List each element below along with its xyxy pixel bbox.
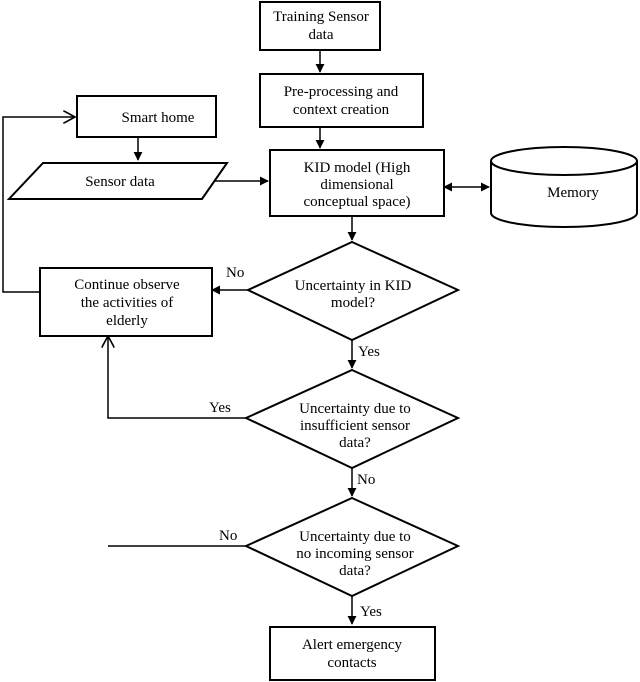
decision2-line-3: data? [339, 435, 371, 451]
node-alert-emergency: Alert emergency contacts [269, 626, 436, 681]
label-insufficient-no: No [357, 472, 375, 488]
node-decision-uncertainty-no-incoming: Uncertainty due to no incoming sensor da… [243, 496, 461, 598]
preprocess-line-1: Pre-processing and [284, 84, 399, 100]
decision1-line-2: model? [331, 295, 375, 311]
decision2-line-2: insufficient sensor [300, 418, 410, 434]
edge-decision2-yes [108, 336, 246, 419]
continue-line-3: elderly [106, 313, 148, 329]
memory-label: Memory [547, 185, 599, 201]
edge-continue-to-smarthome [2, 117, 75, 293]
smart-home-label: Smart home [122, 110, 195, 126]
decision3-line-3: data? [339, 563, 371, 579]
node-memory: Memory [490, 146, 638, 228]
kid-line-1: KID model (High [304, 160, 411, 176]
node-kid-model: KID model (High dimensional conceptual s… [269, 149, 445, 217]
node-smart-home: Smart home [76, 95, 217, 138]
node-training-sensor-data: Training Sensor data [259, 1, 381, 51]
label-insufficient-yes: Yes [209, 400, 231, 416]
label-incoming-no: No [219, 528, 237, 544]
alert-line-1: Alert emergency [302, 637, 403, 653]
edge-labels: No Yes Yes No No Yes [209, 265, 382, 620]
sensor-data-label: Sensor data [85, 174, 155, 190]
decision1-line-1: Uncertainty in KID [295, 278, 412, 294]
node-continue-observe: Continue observe the activities of elder… [39, 267, 213, 337]
label-kid-no: No [226, 265, 244, 281]
node-preprocessing: Pre-processing and context creation [259, 73, 424, 128]
training-line-1: Training Sensor [273, 9, 369, 25]
label-kid-yes: Yes [358, 344, 380, 360]
preprocess-line-2: context creation [293, 102, 390, 118]
continue-line-2: the activities of [81, 295, 173, 311]
alert-line-2: contacts [327, 655, 376, 671]
node-sensor-data: Sensor data [6, 162, 229, 200]
node-decision-uncertainty-kid: Uncertainty in KID model? [245, 240, 461, 342]
kid-line-2: dimensional [320, 177, 393, 193]
decision3-line-2: no incoming sensor [296, 546, 414, 562]
node-decision-uncertainty-insufficient: Uncertainty due to insufficient sensor d… [243, 368, 461, 470]
edges [2, 50, 490, 625]
kid-line-3: conceptual space) [303, 194, 410, 210]
decision2-line-1: Uncertainty due to [299, 401, 411, 417]
decision3-line-1: Uncertainty due to [299, 529, 411, 545]
training-line-2: data [309, 27, 334, 43]
label-incoming-yes: Yes [360, 604, 382, 620]
continue-line-1: Continue observe [74, 277, 180, 293]
